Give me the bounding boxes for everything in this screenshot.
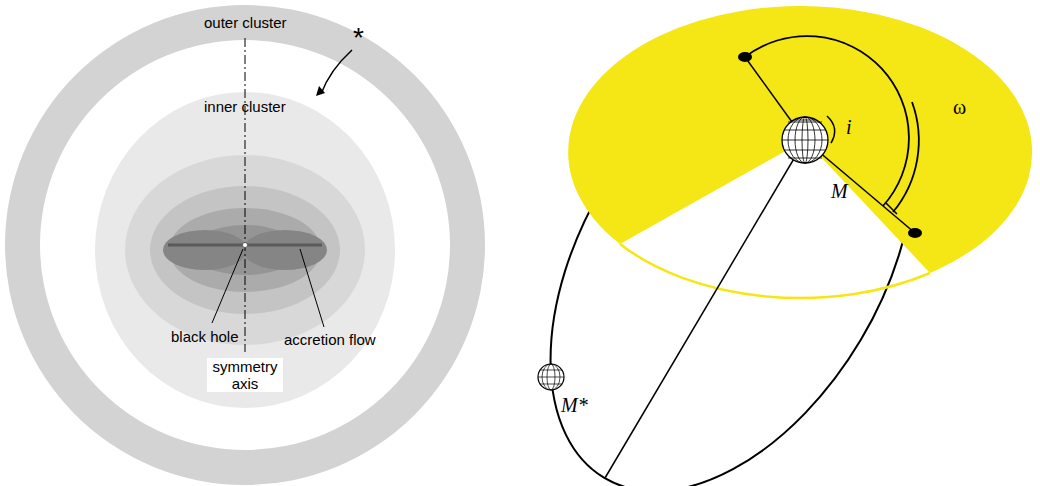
black-hole-dot <box>243 243 248 248</box>
mass-label: M* <box>561 394 588 416</box>
region-label: outer cluster <box>204 14 287 31</box>
ring-fill <box>5 5 485 485</box>
leader-line <box>212 249 243 323</box>
angle-arc <box>745 36 909 206</box>
callout-arrow <box>321 50 352 94</box>
sphere <box>538 364 564 390</box>
density-lobe <box>243 230 327 270</box>
leader-line <box>300 249 324 327</box>
sphere <box>782 117 828 163</box>
arrow-head <box>316 86 325 96</box>
node-marker <box>908 228 922 238</box>
part-label: black hole <box>171 328 239 345</box>
accretion-disk <box>168 244 322 247</box>
angle-label: i <box>846 116 852 138</box>
angle-label: ω <box>953 96 966 118</box>
asterisk-callout: * <box>353 24 364 52</box>
part-label: accretion flow <box>284 331 376 348</box>
mass-label: M <box>831 180 848 202</box>
arc-tick <box>886 203 897 214</box>
major-axis <box>605 140 805 478</box>
axis-label: symmetry axis <box>207 358 283 392</box>
reference-plane <box>568 6 1032 273</box>
angle-arc <box>893 102 919 212</box>
region-label: inner cluster <box>204 98 286 115</box>
symmetry-axis <box>245 38 246 352</box>
plane-edge <box>620 244 930 298</box>
density-lobe <box>163 230 247 270</box>
